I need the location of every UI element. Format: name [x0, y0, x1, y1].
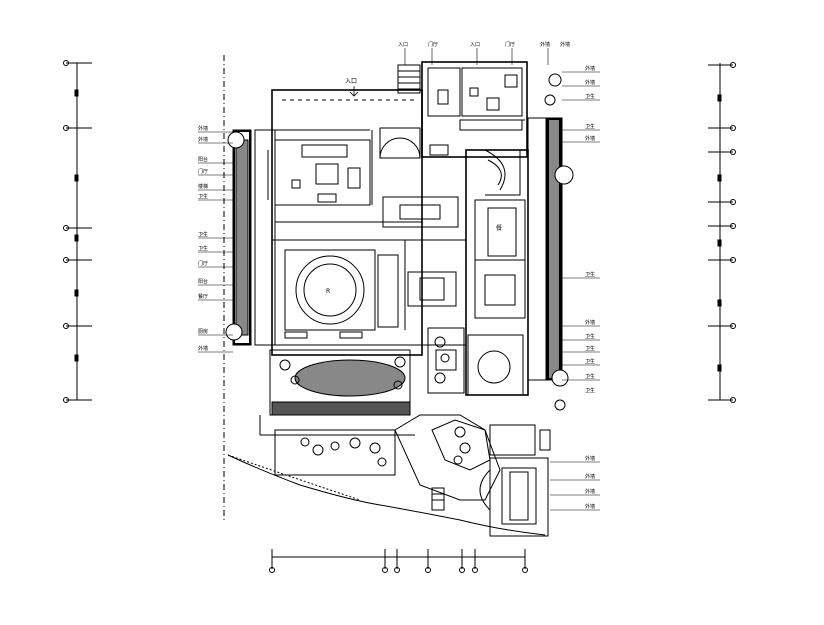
- callout-label: 外墙: [198, 345, 208, 352]
- callout-label: 门厅: [198, 168, 208, 175]
- bar-counter: [382, 196, 459, 228]
- left-garden-strip: [225, 129, 276, 346]
- callout-label: 卫生: [585, 93, 595, 100]
- callout-label: 入口: [398, 42, 408, 48]
- callout-label: 卫生: [585, 333, 595, 340]
- room-label-b: 餐: [496, 224, 502, 232]
- reception-room: [267, 129, 422, 223]
- left-axis-line: [66, 62, 92, 401]
- callout-label: 门厅: [505, 41, 515, 48]
- entrance-stair: [379, 64, 421, 159]
- top-callout-lines: [404, 48, 549, 65]
- callout-label: 外墙: [585, 319, 595, 326]
- callout-label: 卫生: [585, 387, 595, 394]
- callout-label: 外墙: [585, 473, 595, 480]
- callout-label: 外墙: [585, 455, 595, 462]
- callout-label: 卫生: [198, 245, 208, 252]
- right-axis-markers: [730, 62, 736, 403]
- callout-label: 入口: [470, 42, 480, 48]
- callout-label: 外墙: [585, 65, 595, 72]
- terrain-contour: [227, 454, 546, 536]
- right-axis-line: [708, 63, 733, 401]
- lower-terrace: [274, 414, 501, 511]
- kitchen: [474, 199, 526, 319]
- top-callout-labels: 入口 门厅 入口 门厅 外墙 外墙: [398, 41, 570, 48]
- callout-label: 卫生: [585, 123, 595, 130]
- callout-label: 外墙: [585, 488, 595, 495]
- partitions: [272, 99, 466, 346]
- callout-label: 卫生: [198, 231, 208, 238]
- callout-label: 卫生: [585, 271, 595, 278]
- dining-room: [284, 249, 457, 339]
- callout-label: 阳台: [198, 156, 208, 163]
- service-rooms: [427, 67, 525, 156]
- bottom-axis-line: [269, 549, 528, 573]
- callout-label: 厨房: [198, 328, 208, 335]
- callout-label: 门厅: [428, 41, 438, 48]
- callout-label: 外墙: [560, 41, 570, 48]
- lower-courtyard: [259, 349, 415, 436]
- callout-label: 外墙: [585, 503, 595, 510]
- callout-label: 卫生: [585, 345, 595, 352]
- callout-label: 卫生: [585, 373, 595, 380]
- callout-label: 餐厅: [198, 293, 208, 300]
- right-callout-lines: [550, 71, 600, 511]
- private-dining: [427, 327, 524, 396]
- terrain-contour-2: [227, 454, 361, 501]
- entrance-label: 入口: [345, 78, 357, 85]
- right-garden-strip: [527, 117, 574, 387]
- callout-label: 门厅: [198, 260, 208, 267]
- trees: [279, 73, 566, 467]
- left-axis-markers: [63, 60, 69, 403]
- left-callout-lines: [198, 131, 233, 353]
- callout-label: 卫生: [585, 358, 595, 365]
- callout-label: 卫生: [198, 193, 208, 200]
- entrance-arrow: [349, 86, 359, 97]
- room-label-a: R: [326, 288, 330, 295]
- callout-label: 外墙: [540, 41, 550, 48]
- callout-label: 外墙: [585, 79, 595, 86]
- callout-label: 阳台: [198, 278, 208, 285]
- callout-label: 外墙: [198, 125, 208, 132]
- callout-label: 外墙: [198, 136, 208, 143]
- callout-label: 楼梯: [198, 183, 208, 190]
- pavilion: [479, 424, 551, 537]
- callout-label: 外墙: [585, 135, 595, 142]
- spiral-stair: [484, 149, 521, 196]
